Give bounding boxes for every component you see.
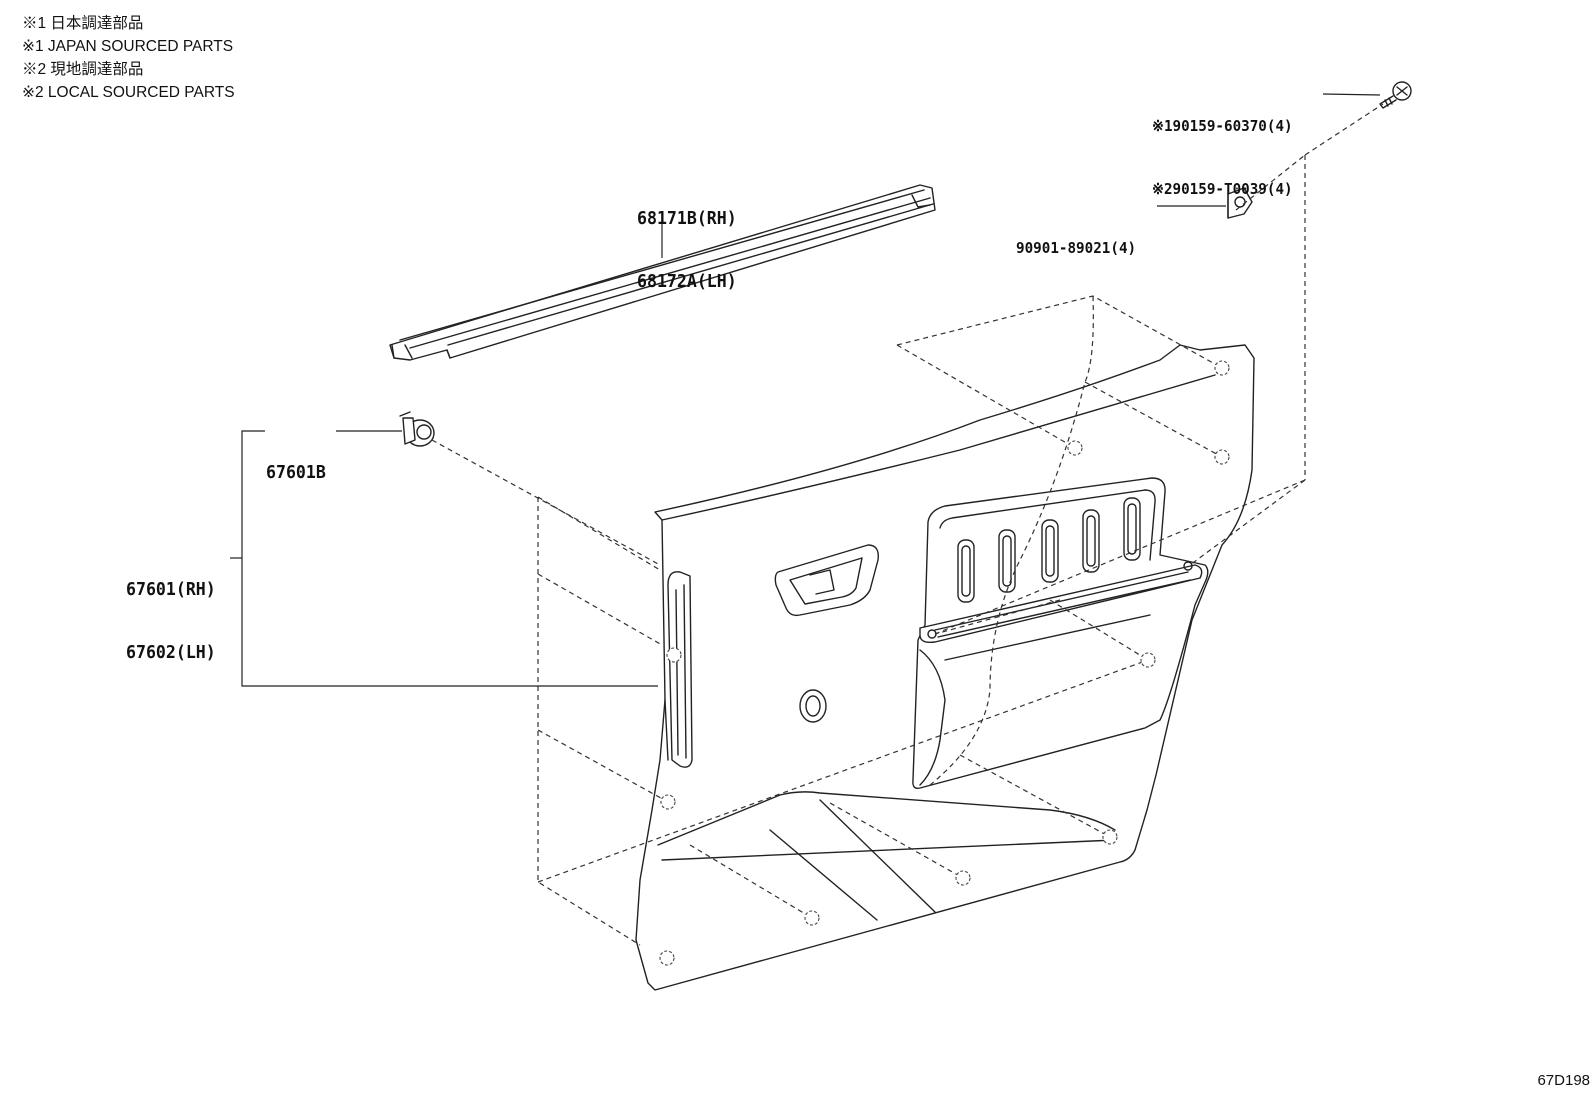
leader-lines [230,93,1381,687]
handle-bezel [774,544,879,617]
label-68171b-rh: 68171B(RH) [637,208,737,229]
grab-strip [667,571,693,768]
callout-weatherstrip: 68171B(RH) 68172A(LH) [637,166,737,313]
label-screw-local: ※290159-T0039(4) [1152,180,1293,198]
armrest-assembly [912,477,1209,790]
label-67601b: 67601B [266,462,326,483]
screw-icon [1379,81,1412,109]
diagram-reference-code: 67D198 [1537,1072,1590,1089]
callout-nut: 90901-89021(4) [1016,196,1136,280]
label-68172a-lh: 68172A(LH) [637,271,737,292]
note-japan-en: ※1 JAPAN SOURCED PARTS [22,38,234,55]
label-67602-lh: 67602(LH) [126,642,216,663]
label-nut: 90901-89021(4) [1016,239,1137,257]
note-japan-jp: ※1 日本調達部品 [22,15,144,32]
round-plug [799,689,827,723]
sourcing-notes: ※1 日本調達部品 ※1 JAPAN SOURCED PARTS ※2 現地調達… [22,12,235,104]
clip-location-markers [659,360,1230,966]
callout-clip: 67601B [266,420,326,504]
callout-door-panel: 67601(RH) 67602(LH) [126,537,216,684]
note-local-en: ※2 LOCAL SOURCED PARTS [22,84,235,101]
belt-weatherstrip [389,184,936,361]
note-local-jp: ※2 現地調達部品 [22,61,144,78]
callout-screw: ※190159-60370(4) ※290159-T0039(4) [1152,74,1293,221]
clip-67601b [399,411,435,447]
nut-icon [1227,187,1253,219]
clip-position-guides [431,103,1384,946]
label-screw-japan: ※190159-60370(4) [1152,117,1293,135]
label-67601-rh: 67601(RH) [126,579,216,600]
